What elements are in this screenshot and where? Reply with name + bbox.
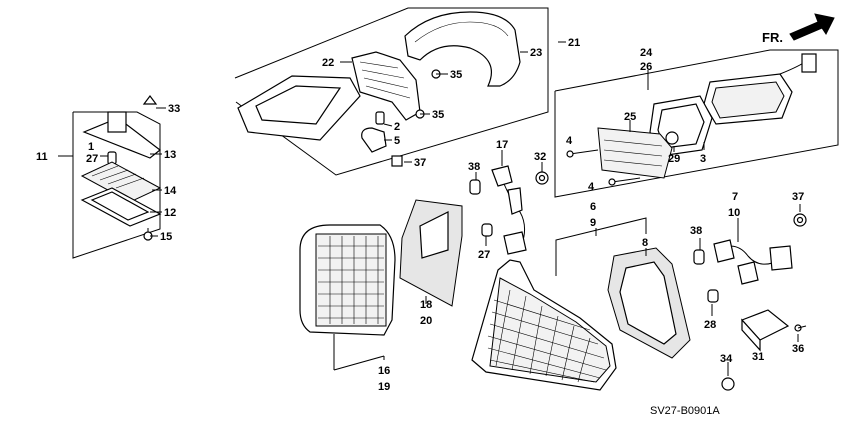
- callout-16: 16: [378, 365, 390, 377]
- callout-13: 13: [164, 149, 176, 161]
- screw-4-upper: [566, 149, 599, 158]
- main-taillight-lens: [471, 259, 617, 391]
- callout-18: 18: [420, 299, 432, 311]
- callout-34: 34: [720, 353, 733, 365]
- side-marker-lens-25: [597, 127, 673, 179]
- callout-27-a: 27: [86, 153, 98, 165]
- callout-4-b: 4: [588, 181, 595, 193]
- callout-5: 5: [394, 135, 400, 147]
- harness-17: [491, 165, 527, 255]
- callout-33: 33: [168, 103, 180, 115]
- callout-37-a: 37: [414, 157, 426, 169]
- screw-36: [794, 324, 807, 332]
- screw-4-lower: [608, 177, 641, 186]
- callout-35-a: 35: [450, 69, 462, 81]
- inner-taillight-lens: [299, 224, 396, 336]
- clip-34: [721, 377, 735, 391]
- callout-29: 29: [668, 153, 680, 165]
- bulb-28: [707, 289, 719, 303]
- callout-2: 2: [394, 121, 400, 133]
- nut-32: [535, 171, 549, 185]
- callout-22: 22: [322, 57, 334, 69]
- high-mount-stop-light-base: [237, 75, 361, 141]
- nut-37-upper: [391, 155, 403, 167]
- callout-1: 1: [88, 141, 94, 153]
- nut-37-right: [793, 213, 807, 227]
- callout-37-b: 37: [792, 191, 804, 203]
- callout-6: 6: [590, 201, 596, 213]
- callout-12: 12: [164, 207, 176, 219]
- license-light-housing-13: [82, 111, 161, 159]
- group-frame-high-mount-stop-light: [234, 7, 549, 176]
- high-mount-stop-light-cover: [404, 11, 521, 87]
- callout-31: 31: [752, 351, 764, 363]
- callout-20: 20: [420, 315, 432, 327]
- callout-9: 9: [590, 217, 596, 229]
- callout-10: 10: [728, 207, 740, 219]
- diagram-code: SV27-B0901A: [650, 405, 720, 417]
- bulb-2: [375, 111, 385, 125]
- socket-5: [361, 127, 387, 153]
- bulb-38-left: [469, 179, 481, 195]
- callout-25: 25: [624, 111, 636, 123]
- grommet-33: [142, 95, 158, 105]
- callout-35-b: 35: [432, 109, 444, 121]
- callout-23: 23: [530, 47, 542, 59]
- callout-8: 8: [642, 237, 648, 249]
- module-31: [740, 309, 790, 352]
- screw-35-a: [431, 69, 446, 79]
- light-unit-22: [351, 51, 421, 121]
- bulb-38-right: [693, 249, 705, 265]
- callout-27-b: 27: [478, 249, 490, 261]
- callout-19: 19: [378, 381, 390, 393]
- front-direction-indicator: FR.: [762, 13, 835, 45]
- callout-3: 3: [700, 153, 706, 165]
- callout-24: 24: [640, 47, 653, 59]
- callout-21: 21: [568, 37, 580, 49]
- inner-light-gasket: [399, 199, 463, 307]
- license-gasket-12: [80, 187, 162, 227]
- group-frame-side-marker: [554, 49, 839, 198]
- callout-14: 14: [164, 185, 177, 197]
- callout-7: 7: [732, 191, 738, 203]
- callout-4-a: 4: [566, 135, 573, 147]
- bulb-27-left: [481, 223, 493, 237]
- front-label: FR.: [762, 30, 783, 45]
- callout-28: 28: [704, 319, 716, 331]
- callout-11: 11: [36, 151, 48, 163]
- callout-26: 26: [640, 61, 652, 73]
- callout-15: 15: [160, 231, 172, 243]
- harness-7: [713, 239, 793, 285]
- callout-38-a: 38: [468, 161, 480, 173]
- callouts: 21 23 22 35 35 2 5 37 33 13 14 12 15 11 …: [36, 37, 804, 393]
- front-arrow-icon: [789, 13, 835, 41]
- screw-15: [143, 228, 153, 241]
- bulb-29: [665, 131, 679, 145]
- callout-38-b: 38: [690, 225, 702, 237]
- side-marker-housing-3: [703, 53, 817, 125]
- leader-lines: [58, 41, 801, 376]
- callout-32: 32: [534, 151, 546, 163]
- callout-17: 17: [496, 139, 508, 151]
- main-taillight-gasket-8: [607, 247, 691, 359]
- callout-36: 36: [792, 343, 804, 355]
